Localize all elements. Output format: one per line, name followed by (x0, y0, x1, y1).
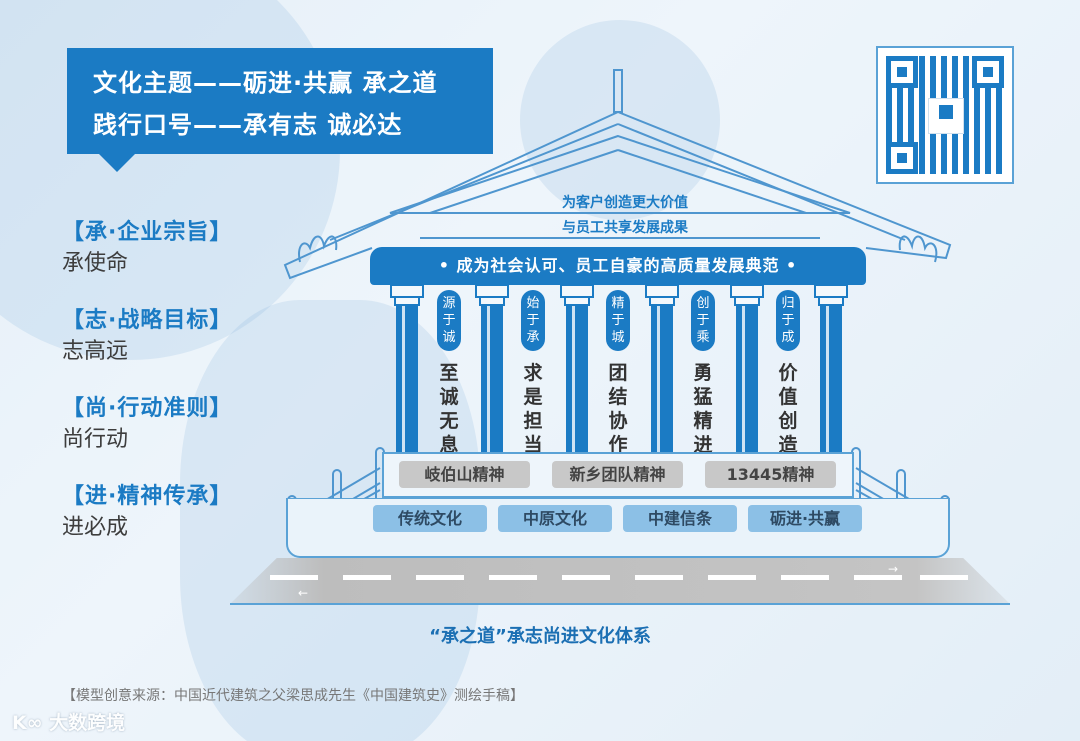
virtue-text: 勇猛精进 (693, 362, 713, 456)
virtue-origin-pill: 创于乘 (691, 290, 715, 351)
road-dash (708, 575, 756, 580)
principle-value: 志高远 (62, 339, 129, 364)
vision-banner: • 成为社会认可、员工自豪的高质量发展典范 • (370, 247, 866, 285)
foundation-tag: 砺进·共赢 (748, 505, 862, 532)
road-dash (270, 575, 318, 580)
principle-item: 【尚·行动准则】 尚行动 (62, 394, 232, 456)
foundation-tag: 传统文化 (373, 505, 487, 532)
road-dash (562, 575, 610, 580)
road-dash (635, 575, 683, 580)
company-logo-icon (928, 98, 964, 134)
background-swash (520, 20, 720, 220)
pillar (475, 284, 509, 454)
virtue-item: 始于承 求是担当 (518, 290, 548, 457)
principle-value: 进必成 (62, 515, 129, 540)
principle-title: 【尚·行动准则】 (62, 396, 233, 421)
spirit-tag: 岐伯山精神 (399, 461, 530, 488)
principle-item: 【进·精神传承】 进必成 (62, 482, 232, 544)
slogan-line: 践行口号——承有志 诚必达 (93, 111, 403, 139)
spirit-tag: 新乡团队精神 (552, 461, 683, 488)
foundation-tag: 中建信条 (623, 505, 737, 532)
road (230, 558, 1010, 604)
virtue-item: 精于城 团结协作 (603, 290, 633, 457)
qr-finder-icon (886, 142, 918, 174)
principle-value: 承使命 (62, 251, 129, 276)
road-dash (854, 575, 902, 580)
road-dash (343, 575, 391, 580)
virtue-text: 团结协作 (608, 362, 628, 456)
watermark: K∞ 大数跨境 (12, 708, 125, 735)
road-dash (489, 575, 537, 580)
principle-item: 【志·战略目标】 志高远 (62, 306, 232, 368)
principles-list: 【承·企业宗旨】 承使命 【志·战略目标】 志高远 【尚·行动准则】 尚行动 【… (62, 218, 232, 570)
culture-theme-header: 文化主题——砺进·共赢 承之道 践行口号——承有志 诚必达 (67, 48, 493, 172)
virtue-origin-pill: 源于诚 (437, 290, 461, 351)
qr-code[interactable] (876, 46, 1014, 184)
virtue-text: 求是担当 (523, 362, 543, 456)
principle-item: 【承·企业宗旨】 承使命 (62, 218, 232, 280)
road-dash (920, 575, 968, 580)
principle-title: 【进·精神传承】 (62, 484, 233, 509)
arrow-left-icon: ← (298, 586, 309, 600)
watermark-text: 大数跨境 (49, 712, 126, 734)
pillar (560, 284, 594, 454)
watermark-logo-icon: K∞ (12, 712, 50, 734)
virtue-text: 价值创造 (778, 362, 798, 456)
road-dash (416, 575, 464, 580)
ground-line (230, 603, 1010, 605)
virtue-text: 至诚无息 (439, 362, 459, 456)
pillar (645, 284, 679, 454)
spirit-tag: 13445精神 (705, 461, 836, 488)
roof-value-line-1: 为客户创造更大价值 (562, 195, 688, 211)
qr-finder-icon (972, 56, 1004, 88)
qr-finder-icon (886, 56, 918, 88)
principle-title: 【志·战略目标】 (62, 308, 233, 333)
virtue-item: 源于诚 至诚无息 (434, 290, 464, 457)
principle-value: 尚行动 (62, 427, 129, 452)
roof-value-line-2: 与员工共享发展成果 (562, 220, 688, 236)
source-note: 【模型创意来源：中国近代建筑之父梁思成先生《中国建筑史》测绘手稿】 (62, 688, 524, 704)
virtue-origin-pill: 归于成 (776, 290, 800, 351)
virtue-item: 归于成 价值创造 (773, 290, 803, 457)
foundation-tag: 中原文化 (498, 505, 612, 532)
pillar (730, 284, 764, 454)
road-dash (781, 575, 829, 580)
pillar (390, 284, 424, 454)
virtue-item: 创于乘 勇猛精进 (688, 290, 718, 457)
diagram-caption: “承之道”承志尚进文化体系 (429, 626, 651, 647)
virtue-origin-pill: 精于城 (606, 290, 630, 351)
pillar (814, 284, 848, 454)
culture-theme-line: 文化主题——砺进·共赢 承之道 (93, 69, 438, 97)
principle-title: 【承·企业宗旨】 (62, 220, 233, 245)
virtue-origin-pill: 始于承 (521, 290, 545, 351)
qr-code-icon (886, 56, 1004, 174)
arrow-right-icon: → (888, 562, 899, 576)
